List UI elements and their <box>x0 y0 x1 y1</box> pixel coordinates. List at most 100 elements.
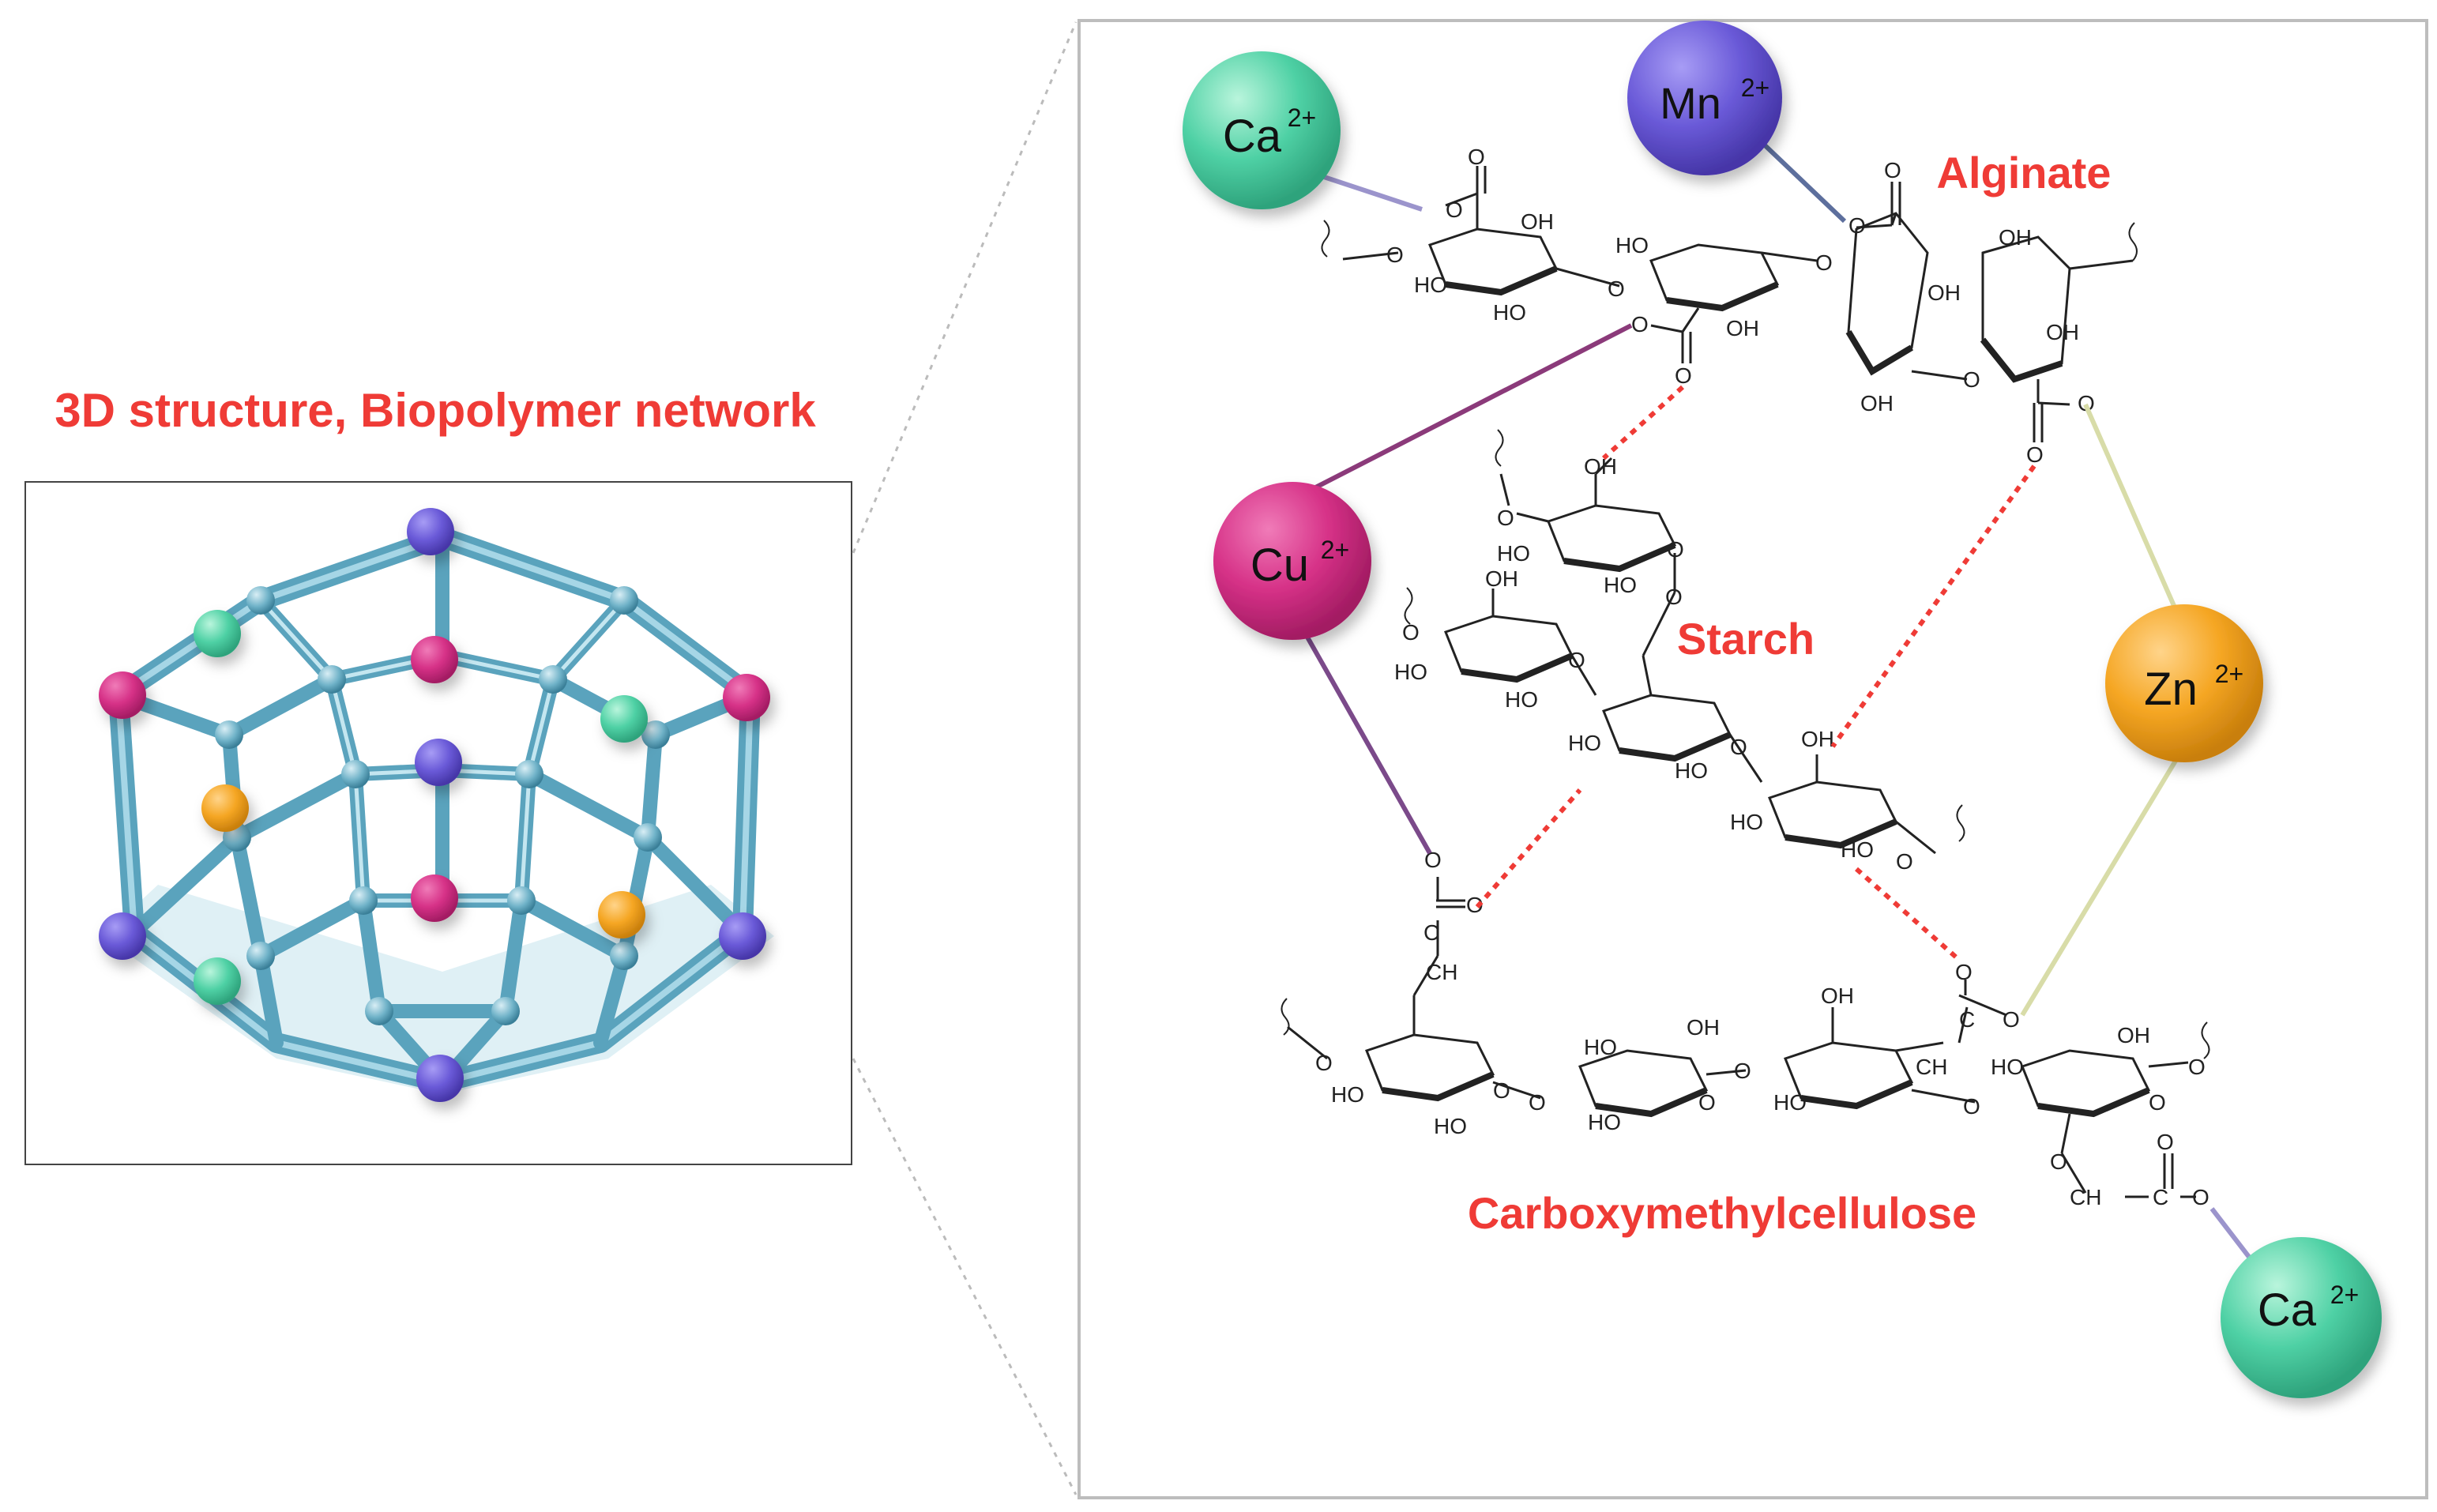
label-cmc: Carboxymethylcellulose <box>1468 1188 1976 1238</box>
svg-text:HO: HO <box>1568 731 1601 755</box>
network-illustration <box>99 508 774 1102</box>
svg-text:HO: HO <box>1588 1110 1621 1134</box>
svg-text:OH: OH <box>1687 1015 1720 1040</box>
svg-text:O: O <box>2188 1055 2206 1079</box>
starch-chain <box>1404 429 1965 855</box>
svg-text:HO: HO <box>1991 1055 2024 1079</box>
svg-text:O: O <box>1955 960 1973 984</box>
svg-text:HO: HO <box>1497 541 1530 566</box>
svg-text:O: O <box>1386 243 1404 267</box>
ion-ca-top-charge: 2+ <box>1288 103 1316 132</box>
svg-text:O: O <box>1568 648 1585 672</box>
label-alginate: Alginate <box>1937 148 2112 197</box>
svg-text:O: O <box>1896 849 1913 874</box>
ion-ca-bottom-charge: 2+ <box>2330 1281 2359 1309</box>
ion-mn-symbol: Mn <box>1660 78 1721 128</box>
svg-text:HO: HO <box>1331 1082 1364 1107</box>
svg-text:OH: OH <box>1485 566 1518 591</box>
svg-text:O: O <box>2050 1149 2067 1174</box>
svg-text:OH: OH <box>1801 727 1834 751</box>
ion-ca-top-symbol: Ca <box>1223 111 1282 162</box>
svg-text:OH: OH <box>1584 454 1617 479</box>
svg-text:O: O <box>1675 363 1692 388</box>
svg-text:O: O <box>2078 391 2095 416</box>
svg-text:O: O <box>1608 276 1625 301</box>
ion-zn <box>2105 604 2263 762</box>
ion-cu-symbol: Cu <box>1250 540 1309 591</box>
svg-text:O: O <box>1963 1094 1980 1119</box>
svg-text:O: O <box>1698 1090 1716 1115</box>
svg-text:HO: HO <box>1773 1090 1807 1115</box>
ion-mn-charge: 2+ <box>1741 73 1769 102</box>
svg-text:O: O <box>1493 1078 1510 1103</box>
svg-text:O: O <box>1631 312 1649 337</box>
svg-text:HO: HO <box>1434 1114 1467 1138</box>
svg-text:CH: CH <box>1916 1055 1947 1079</box>
svg-text:CH: CH <box>1426 960 1457 984</box>
svg-text:O: O <box>1446 197 1463 222</box>
svg-text:O: O <box>1730 735 1747 759</box>
ion-ca-bottom-symbol: Ca <box>2258 1284 2317 1336</box>
svg-text:O: O <box>1529 1090 1546 1115</box>
alginate-chain <box>1321 166 2138 442</box>
svg-text:C: C <box>1959 1007 1975 1032</box>
svg-text:OH: OH <box>1927 280 1961 305</box>
svg-text:O: O <box>2003 1007 2020 1032</box>
svg-text:O: O <box>1315 1051 1333 1075</box>
ion-ca-bottom <box>2221 1237 2382 1398</box>
ion-zn-charge: 2+ <box>2215 660 2243 688</box>
svg-text:C: C <box>1423 920 1439 945</box>
ion-cu-charge: 2+ <box>1321 536 1349 564</box>
svg-text:O: O <box>1466 893 1484 917</box>
svg-text:OH: OH <box>1860 391 1894 416</box>
svg-text:HO: HO <box>1493 300 1526 325</box>
left-panel-title: 3D structure, Biopolymer network <box>55 384 816 437</box>
svg-text:C: C <box>2153 1185 2168 1209</box>
svg-text:HO: HO <box>1675 758 1708 783</box>
svg-text:OH: OH <box>2046 320 2079 344</box>
svg-text:O: O <box>1497 506 1514 530</box>
svg-text:O: O <box>2149 1090 2166 1115</box>
svg-text:O: O <box>1734 1059 1751 1083</box>
svg-text:OH: OH <box>1999 225 2032 250</box>
cmc-chain <box>1281 877 2210 1198</box>
svg-text:HO: HO <box>1584 1035 1617 1059</box>
label-starch: Starch <box>1677 614 1815 664</box>
svg-text:HO: HO <box>1505 687 1538 712</box>
svg-text:O: O <box>1848 213 1866 238</box>
hydrogen-bonds <box>1475 385 2036 962</box>
svg-text:OH: OH <box>1521 209 1554 234</box>
ion-zn-symbol: Zn <box>2144 664 2198 715</box>
svg-text:OH: OH <box>1726 316 1759 340</box>
svg-text:HO: HO <box>1414 273 1447 297</box>
zoom-connector <box>852 21 1077 1495</box>
svg-text:OH: OH <box>1821 984 1854 1008</box>
svg-text:CH: CH <box>2070 1185 2101 1209</box>
svg-text:O: O <box>1884 158 1901 182</box>
left-panel: 3D structure, Biopolymer network <box>24 384 852 1165</box>
svg-text:O: O <box>1402 620 1420 645</box>
svg-text:O: O <box>1667 537 1684 562</box>
svg-text:O: O <box>1665 585 1683 609</box>
svg-text:O: O <box>2026 442 2044 467</box>
svg-text:HO: HO <box>1841 837 1874 862</box>
ion-ca-top <box>1183 51 1341 209</box>
ion-mn <box>1627 21 1782 175</box>
ion-cu <box>1213 482 1371 640</box>
detail-frame <box>1077 19 2428 1499</box>
svg-text:O: O <box>1963 367 1980 392</box>
svg-text:HO: HO <box>1615 233 1649 258</box>
svg-text:HO: HO <box>1604 573 1637 597</box>
svg-text:HO: HO <box>1394 660 1427 684</box>
svg-text:OH: OH <box>2117 1023 2150 1047</box>
svg-text:O: O <box>2157 1130 2174 1154</box>
svg-text:O: O <box>1815 250 1833 275</box>
svg-text:HO: HO <box>1730 810 1763 834</box>
svg-text:O: O <box>1468 145 1485 169</box>
svg-text:O: O <box>2192 1185 2209 1209</box>
coordination-lines <box>1293 140 2254 1262</box>
